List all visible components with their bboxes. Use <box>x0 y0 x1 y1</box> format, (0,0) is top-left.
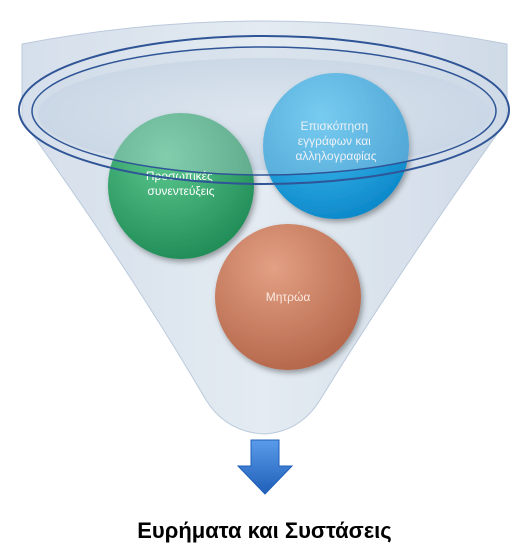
circle-interviews <box>108 113 254 259</box>
circle-documents-line-2: εγγράφων και <box>298 134 371 148</box>
circle-registers-label: Μητρώα <box>266 290 311 304</box>
circle-registers-line-1: Μητρώα <box>266 290 311 304</box>
funnel-rim-outer <box>18 35 510 185</box>
circle-documents-label: Επισκόπηση εγγράφων και αλληλογραφίας <box>295 119 376 163</box>
result-title: Ευρήματα και Συστάσεις <box>137 518 392 543</box>
circle-documents-line-3: αλληλογραφίας <box>295 149 376 163</box>
circle-interviews-line-2: συνεντεύξεις <box>147 184 214 198</box>
circle-documents-line-1: Επισκόπηση <box>300 119 368 133</box>
circle-registers <box>215 224 361 370</box>
down-arrow-icon <box>236 439 294 495</box>
funnel-rim-inner <box>31 46 497 176</box>
